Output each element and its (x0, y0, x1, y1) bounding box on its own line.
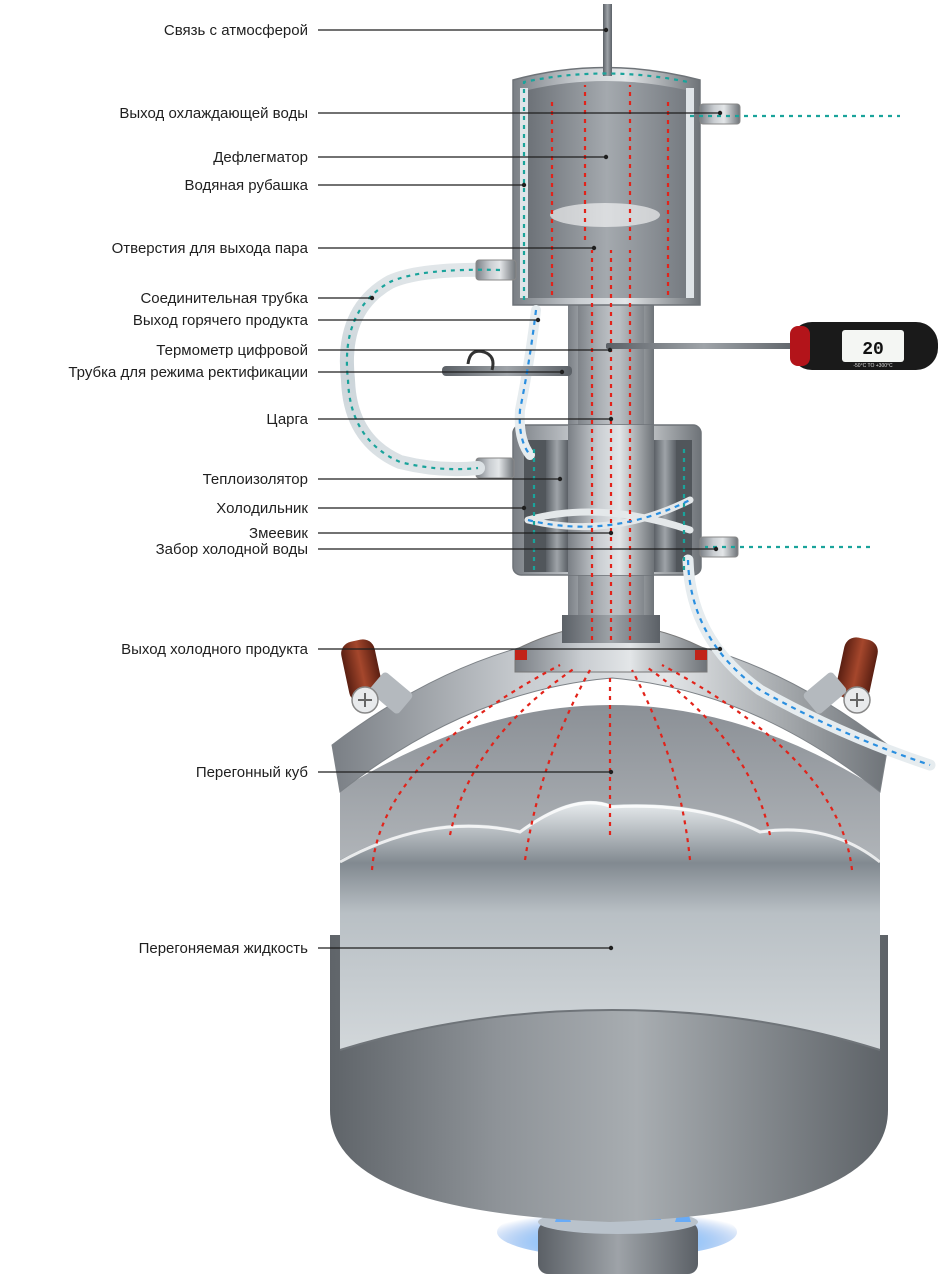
callout-thermometer: Термометр цифровой (156, 342, 613, 359)
label-insulator: Теплоизолятор (203, 471, 308, 488)
callout-cooler: Холодильник (216, 500, 527, 517)
vapor-flow-pot-1 (370, 664, 561, 871)
thermometer-screen (842, 330, 904, 362)
vapor-flow-pot-6 (647, 667, 772, 836)
vapor-flow-pot-3 (523, 669, 591, 861)
callout-dephlegmator: Дефлегматор (213, 149, 609, 166)
label-column: Царга (266, 411, 308, 428)
vapor-flow-pot-7 (661, 664, 854, 871)
coolant-flow-jacket (522, 72, 689, 300)
label-coil: Змеевик (249, 525, 308, 542)
callout-rectification-tube: Трубка для режима ректификации (68, 364, 565, 381)
insulator-block-right (654, 440, 676, 572)
thermometer-range: -50°C TO +300°C (853, 363, 893, 369)
label-vapor-holes: Отверстия для выхода пара (112, 240, 309, 257)
label-thermometer: Термометр цифровой (156, 342, 308, 359)
water-jacket-gap-right (686, 88, 694, 298)
callout-coil: Змеевик (249, 525, 614, 542)
callout-connecting-tube: Соединительная трубка (140, 290, 375, 307)
callout-atmosphere: Связь с атмосферой (164, 22, 609, 39)
still-pot (330, 624, 889, 1222)
label-rectification-tube: Трубка для режима ректификации (68, 364, 308, 381)
label-cold-water-in: Забор холодной воды (156, 541, 308, 558)
thermometer-cap (790, 326, 810, 366)
handle-right (803, 637, 878, 714)
handle-left (341, 639, 413, 714)
label-still: Перегонный куб (196, 764, 308, 781)
callout-insulator: Теплоизолятор (203, 471, 563, 488)
callout-column: Царга (266, 411, 614, 428)
thermometer-reading: 20 (862, 340, 884, 360)
label-liquid: Перегоняемая жидкость (139, 940, 309, 957)
liquid-surface (339, 801, 881, 864)
product-flow-hot (518, 309, 538, 456)
coolant-flow-connect (345, 268, 501, 471)
insulator-block-left (546, 440, 568, 572)
atmosphere-pipe (603, 4, 612, 76)
water-jacket-gap (520, 88, 528, 298)
callout-vapor-holes: Отверстия для выхода пара (112, 240, 597, 257)
callout-cold-product-out: Выход холодного продукта (121, 641, 723, 658)
rectification-tube (442, 366, 572, 376)
label-water-jacket: Водяная рубашка (184, 177, 308, 194)
neck-gasket-left (515, 650, 527, 660)
dephlegmator-inner (528, 81, 686, 298)
cooler (475, 424, 739, 576)
callout-hot-product-out: Выход горячего продукта (133, 312, 541, 329)
steam-cloud (550, 203, 660, 227)
thermometer: 20 -50°C TO +300°C (606, 322, 938, 370)
vapor-flow-pot-5 (631, 669, 692, 861)
label-atmosphere: Связь с атмосферой (164, 22, 308, 39)
callout-cold-water-in: Забор холодной воды (156, 541, 719, 558)
vapor-flow-pot-2 (448, 667, 576, 836)
callout-coolant-out: Выход охлаждающей воды (119, 105, 723, 122)
label-dephlegmator: Дефлегматор (213, 149, 308, 166)
callouts: Связь с атмосферой Выход охлаждающей вод… (68, 22, 723, 957)
callout-liquid: Перегоняемая жидкость (139, 940, 614, 957)
thermometer-probe (606, 343, 802, 349)
callout-water-jacket: Водяная рубашка (184, 177, 527, 194)
rectification-clamp (466, 349, 495, 371)
cold-water-fitting (699, 536, 739, 558)
flow-lines (345, 72, 931, 871)
label-connecting-tube: Соединительная трубка (140, 290, 308, 307)
product-flow-coil (527, 499, 691, 528)
liquid-body (340, 800, 880, 1050)
dephlegmator (512, 4, 741, 306)
pot-bottom-inner (339, 1008, 881, 1051)
burner-body (538, 1222, 698, 1274)
label-coolant-out: Выход охлаждающей воды (119, 105, 308, 122)
product-flow-cold (686, 559, 931, 767)
neck-gasket-right (695, 650, 707, 660)
callout-still: Перегонный куб (196, 764, 614, 781)
label-hot-product-out: Выход горячего продукта (133, 312, 309, 329)
label-cooler: Холодильник (216, 500, 308, 517)
label-cold-product-out: Выход холодного продукта (121, 641, 309, 658)
